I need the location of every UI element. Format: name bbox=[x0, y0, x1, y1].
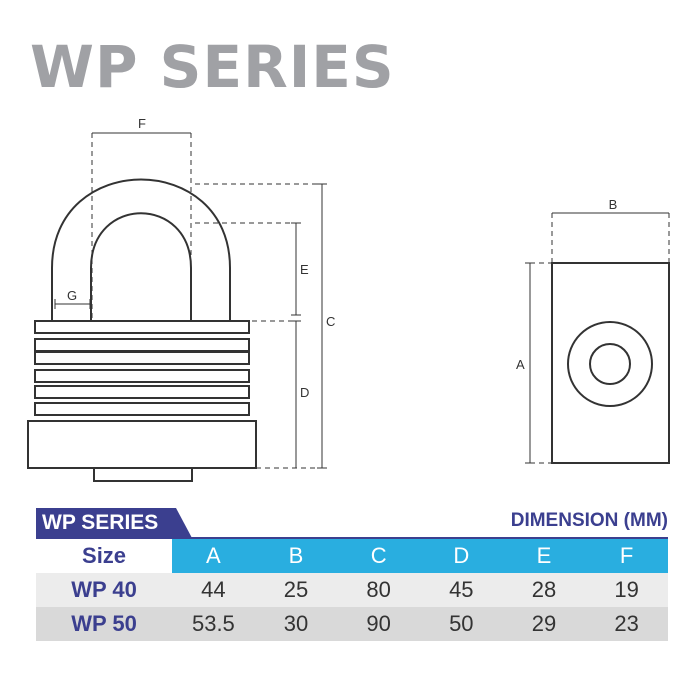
cell: 53.5 bbox=[172, 607, 255, 641]
cell: 25 bbox=[254, 573, 338, 607]
label-g: G bbox=[67, 288, 77, 303]
body-rib-5 bbox=[34, 385, 250, 399]
row-size: WP 50 bbox=[36, 607, 173, 641]
keyhole-ring-outer bbox=[567, 321, 653, 407]
padlock-front-view bbox=[27, 178, 257, 482]
shackle bbox=[51, 178, 231, 322]
row-size: WP 40 bbox=[36, 573, 173, 607]
cell: 29 bbox=[502, 607, 586, 641]
cell: 50 bbox=[419, 607, 503, 641]
cell: 90 bbox=[337, 607, 420, 641]
body-rib-3 bbox=[34, 351, 250, 365]
table-header-row: Size A B C D E F bbox=[36, 539, 668, 573]
keyhole-ring-inner bbox=[589, 343, 631, 385]
shackle-inner bbox=[90, 212, 192, 322]
cell: 30 bbox=[254, 607, 338, 641]
label-d: D bbox=[300, 385, 309, 400]
body-rib-2 bbox=[34, 338, 250, 352]
series-tag-label: WP SERIES bbox=[42, 511, 159, 534]
label-e: E bbox=[300, 262, 309, 277]
front-dimension-lines bbox=[54, 132, 327, 469]
body-rib-4 bbox=[34, 369, 250, 383]
header-col-d: D bbox=[419, 539, 503, 573]
table-row: WP 40 44 25 80 45 28 19 bbox=[36, 573, 668, 607]
key-cylinder bbox=[93, 467, 193, 482]
side-dimension-lines bbox=[525, 212, 670, 464]
label-b: B bbox=[609, 197, 618, 212]
label-c: C bbox=[326, 314, 335, 329]
padlock-side-view bbox=[551, 262, 670, 464]
dimension-title: DIMENSION (MM) bbox=[510, 510, 668, 531]
cell: 45 bbox=[419, 573, 503, 607]
header-col-e: E bbox=[502, 539, 586, 573]
header-col-b: B bbox=[254, 539, 338, 573]
label-a: A bbox=[516, 357, 525, 372]
series-tag: WP SERIES bbox=[36, 508, 192, 538]
page-title: WP SERIES bbox=[30, 33, 395, 101]
cell: 19 bbox=[585, 573, 668, 607]
cell: 80 bbox=[337, 573, 420, 607]
body-rib-1 bbox=[34, 320, 250, 334]
table-row: WP 50 53.5 30 90 50 29 23 bbox=[36, 607, 668, 641]
header-col-f: F bbox=[585, 539, 668, 573]
side-body bbox=[551, 262, 670, 464]
cell: 23 bbox=[585, 607, 668, 641]
header-col-a: A bbox=[172, 539, 255, 573]
body-rib-6 bbox=[34, 402, 250, 416]
lock-base bbox=[27, 420, 257, 469]
cell: 28 bbox=[502, 573, 586, 607]
label-f: F bbox=[138, 116, 146, 131]
table-top-rule bbox=[36, 537, 668, 539]
padlock-dimension-drawing: F E C D G B A bbox=[27, 116, 670, 482]
cell: 44 bbox=[172, 573, 255, 607]
header-col-c: C bbox=[337, 539, 420, 573]
header-size: Size bbox=[36, 539, 173, 573]
dimension-table: Size A B C D E F WP 40 44 25 80 45 28 19… bbox=[36, 539, 668, 641]
